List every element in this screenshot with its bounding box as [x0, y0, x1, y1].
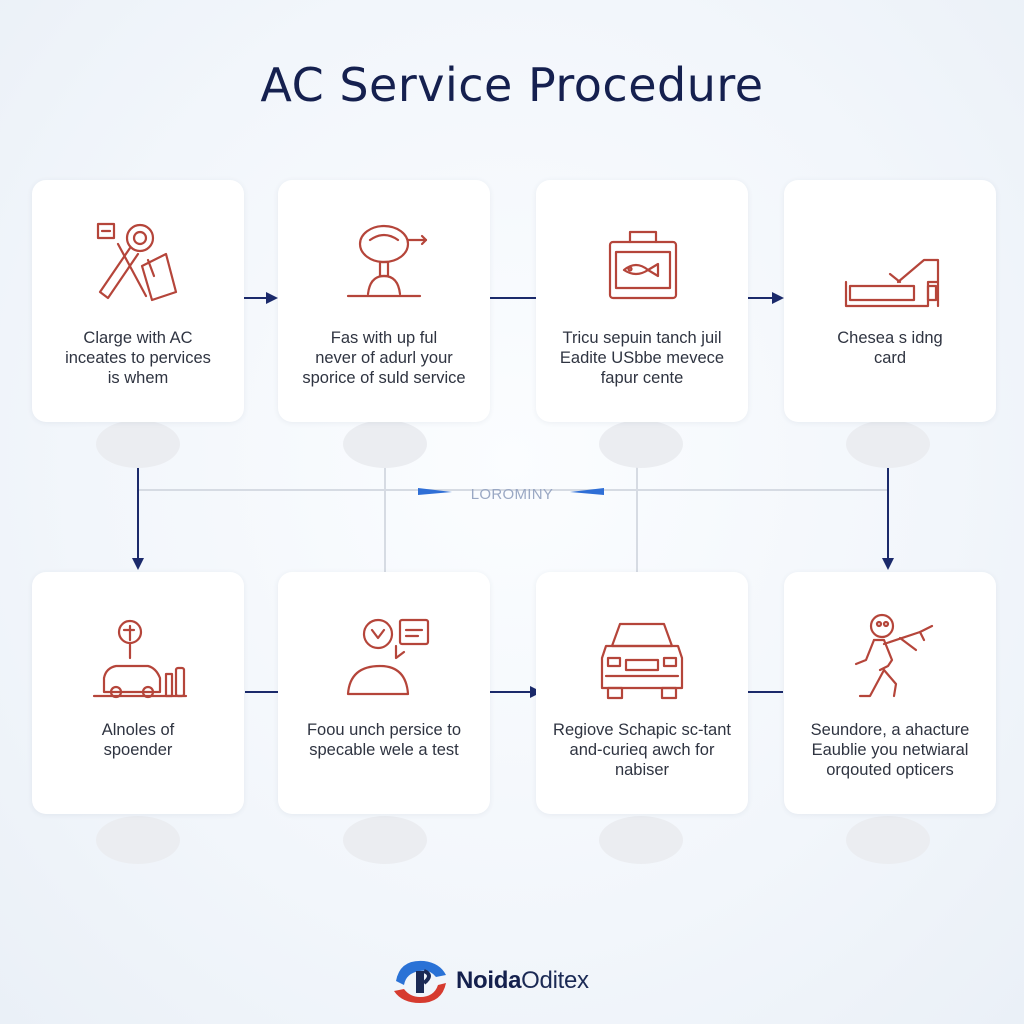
- worker-spray-icon: [840, 610, 940, 700]
- step-text-line: Eadite USbbe mevece: [559, 349, 725, 367]
- wrench-tools-icon: [88, 218, 188, 308]
- step-text-line: specable wele a test: [309, 741, 459, 759]
- step-text-line: nabiser: [614, 761, 670, 779]
- card-reader-icon: [840, 218, 940, 308]
- step-text-line: sporice of suld service: [302, 369, 466, 387]
- step-card-8: Seundore, a ahacture Eaublie you netwiar…: [784, 572, 996, 814]
- step-text: Alnoles of spoender: [44, 720, 232, 760]
- step-text-line: inceates to pervices: [65, 349, 211, 367]
- logo-mark-icon: [390, 955, 452, 1007]
- step-text-line: Clarge with AC: [83, 329, 193, 347]
- brand-name-bold: Noida: [456, 967, 522, 994]
- step-card-7: Regiove Schapic sc-tant and-curieq awch …: [536, 572, 748, 814]
- card-shadow: [846, 816, 930, 864]
- card-shadow: [343, 816, 427, 864]
- step-text-line: Seundore, a ahacture: [810, 721, 970, 739]
- step-card-4: Chesea s idng card: [784, 180, 996, 422]
- step-text-line: Fas with up ful: [330, 329, 438, 347]
- step-text: Seundore, a ahacture Eaublie you netwiar…: [796, 720, 984, 780]
- person-chat-icon: [334, 610, 434, 700]
- step-card-6: Foou unch persice to specable wele a tes…: [278, 572, 490, 814]
- step-text: Fas with up ful never of adurl your spor…: [290, 328, 478, 388]
- step-text-line: Tricu sepuin tanch juil: [562, 329, 722, 347]
- card-shadow: [96, 420, 180, 468]
- step-card-2: Fas with up ful never of adurl your spor…: [278, 180, 490, 422]
- step-text-line: Chesea s idng: [837, 329, 943, 347]
- page-title: AC Service Procedure: [260, 58, 764, 112]
- card-shadow: [96, 816, 180, 864]
- step-text: Chesea s idng card: [796, 328, 984, 368]
- step-card-3: Tricu sepuin tanch juil Eadite USbbe mev…: [536, 180, 748, 422]
- step-text: Foou unch persice to specable wele a tes…: [290, 720, 478, 760]
- brand-name: NoidaOditex: [456, 967, 589, 995]
- step-text-line: is whem: [107, 369, 169, 387]
- step-text-line: Alnoles of: [101, 721, 175, 739]
- step-text-line: spoender: [103, 741, 173, 759]
- step-card-5: Alnoles of spoender: [32, 572, 244, 814]
- step-text-line: and-curieq awch for: [569, 741, 715, 759]
- step-text-line: fapur cente: [600, 369, 684, 387]
- step-text-line: orqouted opticers: [826, 761, 954, 779]
- step-text-line: Eaublie you netwiaral: [811, 741, 969, 759]
- step-text-line: Foou unch persice to: [306, 721, 462, 739]
- center-pointer-left: [418, 488, 452, 495]
- technician-head-icon: [334, 218, 434, 308]
- center-label: LOROMINY: [470, 486, 554, 503]
- brand-logo: NoidaOditex: [390, 953, 630, 1009]
- step-card-1: Clarge with AC inceates to pervices is w…: [32, 180, 244, 422]
- toolbox-fish-icon: [592, 218, 692, 308]
- card-shadow: [599, 816, 683, 864]
- step-text-line: Regiove Schapic sc-tant: [553, 721, 731, 739]
- step-text-line: card: [873, 349, 907, 367]
- brand-name-rest: Oditex: [521, 967, 589, 994]
- card-shadow: [599, 420, 683, 468]
- step-text: Tricu sepuin tanch juil Eadite USbbe mev…: [548, 328, 736, 388]
- step-text: Regiove Schapic sc-tant and-curieq awch …: [548, 720, 736, 780]
- car-front-icon: [592, 610, 692, 700]
- card-shadow: [846, 420, 930, 468]
- center-pointer-right: [570, 488, 604, 495]
- step-text: Clarge with AC inceates to pervices is w…: [44, 328, 232, 388]
- card-shadow: [343, 420, 427, 468]
- car-location-icon: [88, 610, 188, 700]
- step-text-line: never of adurl your: [315, 349, 453, 367]
